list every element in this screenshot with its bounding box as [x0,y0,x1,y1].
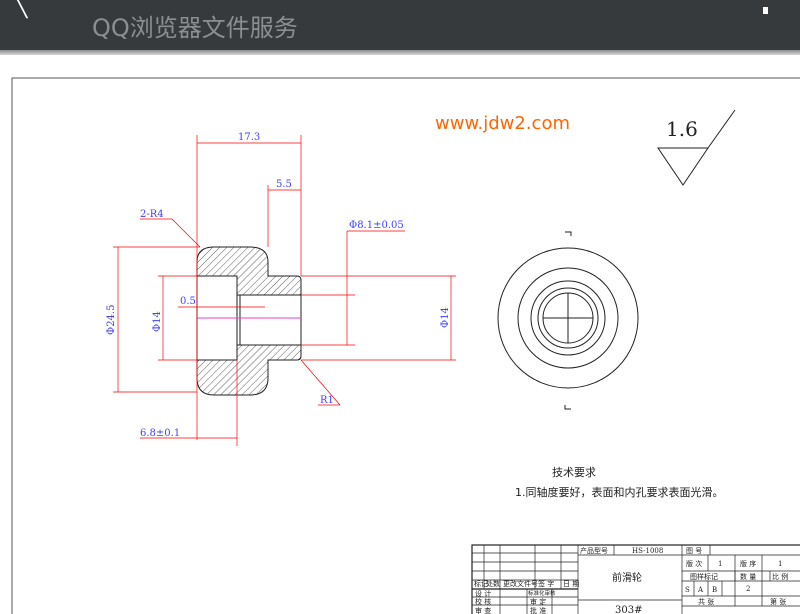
label-approve: 批 准 [530,606,546,614]
dimension-lines [113,135,456,446]
drawing-stroke [171,218,201,248]
label-version: 版 次 [686,559,702,568]
dim-bore-large: Φ14 [152,311,163,332]
label-sequence: 版 序 [740,559,756,568]
label-verify: 审 定 [530,597,546,606]
dim-hub-dia: Φ14 [440,307,451,328]
back-arrow-icon[interactable]: ╲ [14,0,28,19]
header-shadow [0,50,800,55]
label-check: 校 核 [475,597,491,606]
label-review: 审 查 [475,606,491,614]
drawing-stroke [471,544,800,614]
section-view [196,246,302,396]
dim-fillet-inner: R1 [320,395,334,406]
drawing-stroke [537,287,599,349]
watermark: www.jdw2.com [435,113,570,134]
drawing-border [11,77,800,614]
end-view [497,231,639,410]
dim-flange-dia: Φ24.5 [106,305,117,335]
label-scale: 比 例 [772,572,788,581]
drawing-stroke: 标记 处数 更改文件号 签 字 日 期 设 计 校 核 审 查 标准化审核 审 … [474,546,788,614]
version: 1 [718,560,722,568]
label-qty: 数 量 [740,572,756,581]
drawing-stroke [517,267,619,369]
dim-groove: 0.5 [180,296,196,307]
dim-hub: 5.5 [276,179,292,190]
roughness-value: 1.6 [666,117,698,141]
rev-col-file: 更改文件号 [503,579,538,588]
part-name: 前滑轮 [612,571,642,584]
label-mark: 图样标记 [690,572,718,581]
label-std-check: 标准化审核 [528,589,556,597]
qty: 2 [746,585,750,593]
app-header: ╲ QQ浏览器文件服务 [0,0,800,50]
tech-req-title: 技术要求 [552,466,596,479]
dim-bore-small: Φ8.1±0.05 [349,220,404,231]
rev-col-sign: 签 字 [538,579,554,588]
drawing-stroke [196,246,302,296]
roughness-symbol [657,109,736,186]
drawing-stroke [564,231,572,410]
title-block [471,544,800,614]
label-sheet: 第 张 [770,597,786,606]
drawing-stroke [196,344,302,396]
more-icon[interactable] [763,7,768,14]
sequence: 1 [778,560,782,568]
material: 303# [615,605,642,614]
drawing-stroke [300,359,341,406]
mark-s: S [685,586,690,594]
label-design: 设 计 [475,589,491,598]
page-title: QQ浏览器文件服务 [92,14,298,42]
dim-fillet-outer: 2-R4 [140,209,164,220]
dim-length: 17.3 [238,132,260,143]
label-total: 共 张 [698,597,714,606]
mark-b: B [712,586,717,594]
mark-a: A [697,586,704,594]
tech-req-item: 1.同轴度要好，表面和内孔要求表面光滑。 [515,485,724,499]
rev-col-mark: 标记 [474,579,488,588]
rev-col-date: 日 期 [563,580,579,588]
drawing-stroke [530,280,606,356]
drawing-stroke [497,247,639,389]
dim-depth: 6.8±0.1 [140,428,180,439]
product-model: HS-1008 [632,547,663,555]
label-product-model: 产品型号 [580,546,608,555]
drawing-stroke [236,294,302,346]
rev-col-count: 处数 [486,579,500,588]
label-drawing-no: 图 号 [686,547,702,555]
